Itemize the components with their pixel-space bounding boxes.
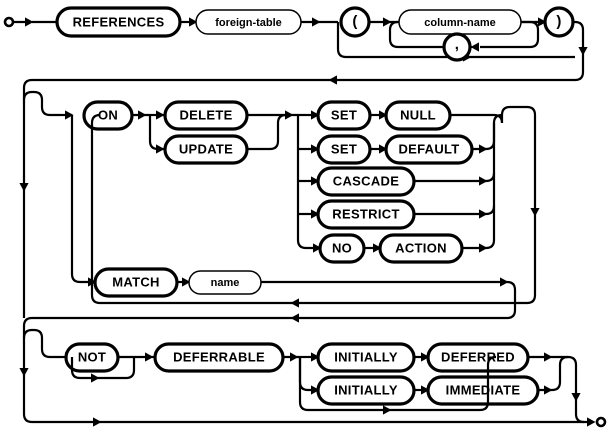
node-set-default: SET (316, 134, 372, 165)
node-deferred: DEFERRED (426, 342, 530, 373)
node-name: name (188, 270, 262, 295)
node-cascade-label: CASCADE (333, 173, 399, 188)
node-rparen-label: ) (556, 13, 561, 30)
node-foreign-table-label: foreign-table (215, 17, 282, 29)
wire-split-to-match (70, 115, 88, 284)
wire-on-repeat-loop (100, 105, 537, 305)
node-restrict-label: RESTRICT (332, 206, 399, 221)
node-no: NO (318, 233, 366, 264)
node-initially-immediate: INITIALLY (316, 375, 416, 406)
wire-paren-group-bypass (336, 22, 575, 59)
node-comma-label: , (455, 36, 459, 53)
end-terminal (568, 416, 607, 428)
node-set-null: SET (316, 100, 372, 131)
node-default-label: DEFAULT (398, 141, 459, 156)
node-default: DEFAULT (384, 134, 474, 165)
wire-match-merge-out (32, 280, 517, 320)
node-initially2-label: INITIALLY (334, 382, 398, 397)
node-lparen: ( (339, 6, 371, 38)
node-delete-label: DELETE (179, 107, 232, 122)
node-not: NOT (64, 342, 120, 373)
node-lparen-label: ( (352, 13, 357, 30)
wire-update-merge (247, 113, 287, 151)
node-null: NULL (384, 100, 452, 131)
start-terminal (3, 16, 34, 28)
wire-on-repeat-return (90, 113, 101, 305)
node-deferrable: DEFERRABLE (153, 342, 285, 373)
wire-branch-update (148, 115, 165, 151)
wire-default-merge (472, 113, 503, 151)
node-column-name: column-name (398, 9, 522, 35)
wire-row3-skip-rail (22, 338, 568, 424)
node-update: UPDATE (163, 134, 249, 165)
wire-action-merge (462, 206, 496, 250)
node-delete: DELETE (163, 100, 249, 131)
node-initially1-label: INITIALLY (334, 349, 398, 364)
node-no-label: NO (332, 240, 352, 255)
node-set2-label: SET (331, 141, 357, 156)
node-column-name-label: column-name (424, 17, 496, 29)
node-deferred-label: DEFERRED (441, 349, 515, 364)
wire-row2-entry (22, 90, 62, 117)
node-action: ACTION (378, 233, 464, 264)
node-restrict: RESTRICT (316, 199, 416, 230)
node-update-label: UPDATE (179, 141, 233, 156)
node-match: MATCH (93, 267, 179, 298)
wire-row2-exit (22, 316, 33, 338)
wire-action-branch-rail (296, 115, 316, 250)
node-not-label: NOT (78, 349, 106, 364)
node-on: ON (82, 100, 134, 131)
wire-immediate-merge (538, 355, 569, 392)
node-name-label: name (211, 277, 240, 289)
node-set1-label: SET (331, 107, 357, 122)
node-immediate-label: IMMEDIATE (446, 382, 521, 397)
node-action-label: ACTION (395, 240, 447, 255)
wire-row1-to-row2 (22, 20, 585, 100)
wire-not-bypass (70, 357, 136, 380)
node-comma: , (442, 32, 472, 62)
node-cascade: CASCADE (316, 166, 416, 197)
node-references-label: REFERENCES (73, 14, 165, 29)
wire-row3-entry (22, 328, 62, 359)
node-foreign-table: foreign-table (195, 9, 302, 35)
node-initially-deferred: INITIALLY (316, 342, 416, 373)
node-match-label: MATCH (112, 274, 159, 289)
node-on-label: ON (98, 107, 118, 122)
node-null-label: NULL (400, 107, 436, 122)
wire-row3-to-end (560, 355, 585, 424)
wire-initially-bypass-merge (479, 355, 497, 412)
node-immediate: IMMEDIATE (426, 375, 540, 406)
wire-col-loop-left (388, 20, 444, 49)
node-deferrable-label: DEFERRABLE (173, 349, 265, 364)
node-references: REFERENCES (55, 6, 182, 38)
wire-initially-bypass (298, 357, 480, 412)
node-rparen: ) (543, 6, 575, 38)
